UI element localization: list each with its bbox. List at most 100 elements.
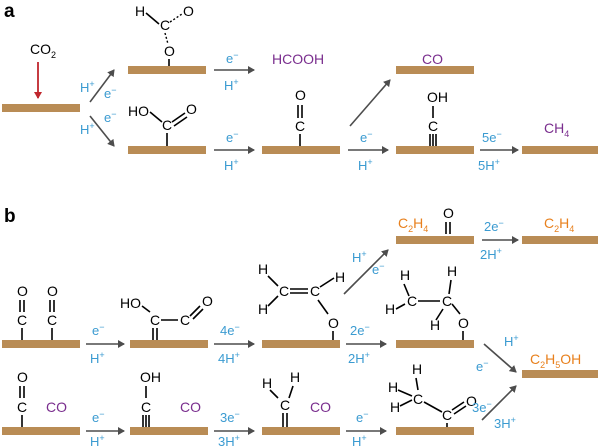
svg-text:C: C bbox=[141, 399, 151, 415]
svg-text:C: C bbox=[407, 293, 417, 309]
svg-text:O: O bbox=[164, 43, 175, 59]
svg-text:C: C bbox=[162, 117, 172, 133]
svg-text:O: O bbox=[328, 315, 339, 331]
coh-intermediate: OH C bbox=[427, 89, 448, 146]
co-gas-1: CO bbox=[46, 399, 67, 415]
svg-text:C: C bbox=[180, 312, 190, 328]
oxirane-intermediate: H H C C H H O bbox=[385, 263, 469, 340]
svg-text:O: O bbox=[466, 393, 477, 409]
surface-a-co-product bbox=[396, 66, 474, 74]
cond-b-down-e: e− bbox=[476, 358, 489, 374]
svg-text:O: O bbox=[17, 283, 28, 299]
svg-text:C: C bbox=[17, 312, 27, 328]
svg-text:HO: HO bbox=[120, 295, 141, 311]
svg-text:O: O bbox=[458, 315, 469, 331]
cond-b-step2-e: 4e− bbox=[220, 322, 240, 338]
svg-text:H: H bbox=[258, 301, 268, 317]
cond-a-formate-e: e− bbox=[226, 50, 239, 66]
svg-text:C: C bbox=[160, 17, 170, 33]
co2-label: CO2 bbox=[30, 41, 56, 60]
svg-text:C: C bbox=[279, 283, 289, 299]
svg-text:C: C bbox=[17, 399, 27, 415]
surface-b-vinyloxy bbox=[262, 340, 340, 348]
surface-b-occoh bbox=[130, 340, 208, 348]
surface-b-co-low bbox=[2, 427, 80, 435]
formate-intermediate: H C O O bbox=[135, 3, 194, 66]
svg-text:H: H bbox=[412, 361, 422, 377]
svg-text:H: H bbox=[400, 267, 410, 283]
surface-b-c2h4-ads bbox=[396, 236, 474, 244]
cond-a-co-h: H+ bbox=[358, 157, 373, 173]
svg-text:C: C bbox=[47, 312, 57, 328]
cond-a-down-h: H+ bbox=[80, 121, 95, 137]
cond-b-low2-e: 3e− bbox=[220, 409, 240, 425]
o-adsorbed: O bbox=[443, 205, 454, 234]
svg-text:O: O bbox=[202, 293, 213, 309]
surface-b-c2h5oh bbox=[522, 370, 598, 378]
svg-text:OH: OH bbox=[427, 89, 448, 105]
cond-a-cooh-h: H+ bbox=[224, 157, 239, 173]
svg-text:C: C bbox=[280, 397, 290, 413]
svg-text:H: H bbox=[447, 263, 457, 279]
cond-b-c2h4-e: 2e− bbox=[484, 218, 504, 234]
ch2-low: H H C bbox=[262, 369, 300, 427]
cond-b-up-h: H+ bbox=[352, 249, 367, 265]
co-adsorbed: O C bbox=[295, 87, 306, 146]
svg-text:H: H bbox=[388, 379, 398, 395]
cond-b-up-e: e− bbox=[372, 261, 385, 277]
cond-a-ch4-h: 5H+ bbox=[478, 157, 500, 173]
svg-text:C: C bbox=[310, 283, 320, 299]
svg-text:O: O bbox=[47, 283, 58, 299]
svg-text:O: O bbox=[443, 205, 454, 221]
cond-b-down-h: H+ bbox=[504, 333, 519, 349]
product-co: CO bbox=[422, 51, 443, 67]
svg-text:H: H bbox=[258, 261, 268, 277]
surface-a-coh bbox=[396, 146, 474, 154]
svg-text:H: H bbox=[335, 269, 345, 285]
arrow-a-co-desorb bbox=[349, 79, 391, 127]
surface-a-cooh bbox=[128, 146, 206, 154]
cond-b-c2h4-h: 2H+ bbox=[480, 246, 502, 262]
co-gas-3: CO bbox=[310, 399, 331, 415]
svg-text:O: O bbox=[17, 369, 28, 385]
panel-b-label: b bbox=[4, 206, 16, 227]
cond-b-step2-h: 4H+ bbox=[218, 350, 240, 366]
svg-text:H: H bbox=[290, 369, 300, 385]
svg-text:H: H bbox=[390, 399, 400, 415]
surface-b-acetyl-low bbox=[396, 427, 474, 435]
arrow-a-up bbox=[89, 69, 115, 103]
product-c2h4: C2H4 bbox=[544, 215, 574, 234]
arrow-a-down bbox=[89, 115, 115, 147]
coh-low: OH C bbox=[140, 369, 161, 427]
surface-a-ch4 bbox=[522, 146, 598, 154]
svg-text:OH: OH bbox=[140, 369, 161, 385]
svg-text:H: H bbox=[135, 3, 145, 19]
product-ch4: CH4 bbox=[544, 120, 569, 139]
product-hcooh: HCOOH bbox=[272, 51, 324, 67]
vinyloxy-intermediate: H H C C H O bbox=[258, 261, 345, 340]
cond-a-up-e: e− bbox=[104, 85, 117, 101]
surface-b-coh-low bbox=[130, 427, 208, 435]
svg-text:O: O bbox=[186, 101, 197, 117]
cond-b-step1-e: e− bbox=[92, 322, 105, 338]
svg-text:C: C bbox=[442, 407, 452, 423]
product-c2h5oh: C2H5OH bbox=[530, 351, 581, 370]
cond-b-low1-e: e− bbox=[92, 409, 105, 425]
occo-dimer: O C O C bbox=[17, 283, 58, 340]
co-adsorbed-low: O C bbox=[17, 369, 28, 427]
cond-b-step3-h: 2H+ bbox=[348, 350, 370, 366]
svg-text:H: H bbox=[385, 301, 395, 317]
svg-text:C: C bbox=[150, 312, 160, 328]
arrow-b-up bbox=[343, 249, 389, 295]
cond-a-co-e: e− bbox=[360, 129, 373, 145]
cond-a-up-h: H+ bbox=[80, 79, 95, 95]
svg-text:C: C bbox=[295, 118, 305, 134]
svg-text:O: O bbox=[295, 87, 306, 103]
cond-b-step1-h: H+ bbox=[90, 350, 105, 366]
surface-b-ch2-low bbox=[262, 427, 340, 435]
surface-b-occo bbox=[2, 340, 80, 348]
surface-b-c2h4 bbox=[522, 236, 598, 244]
cooh-intermediate: HO C O bbox=[128, 101, 197, 146]
cond-b-low4-e: 3e− bbox=[472, 399, 492, 415]
